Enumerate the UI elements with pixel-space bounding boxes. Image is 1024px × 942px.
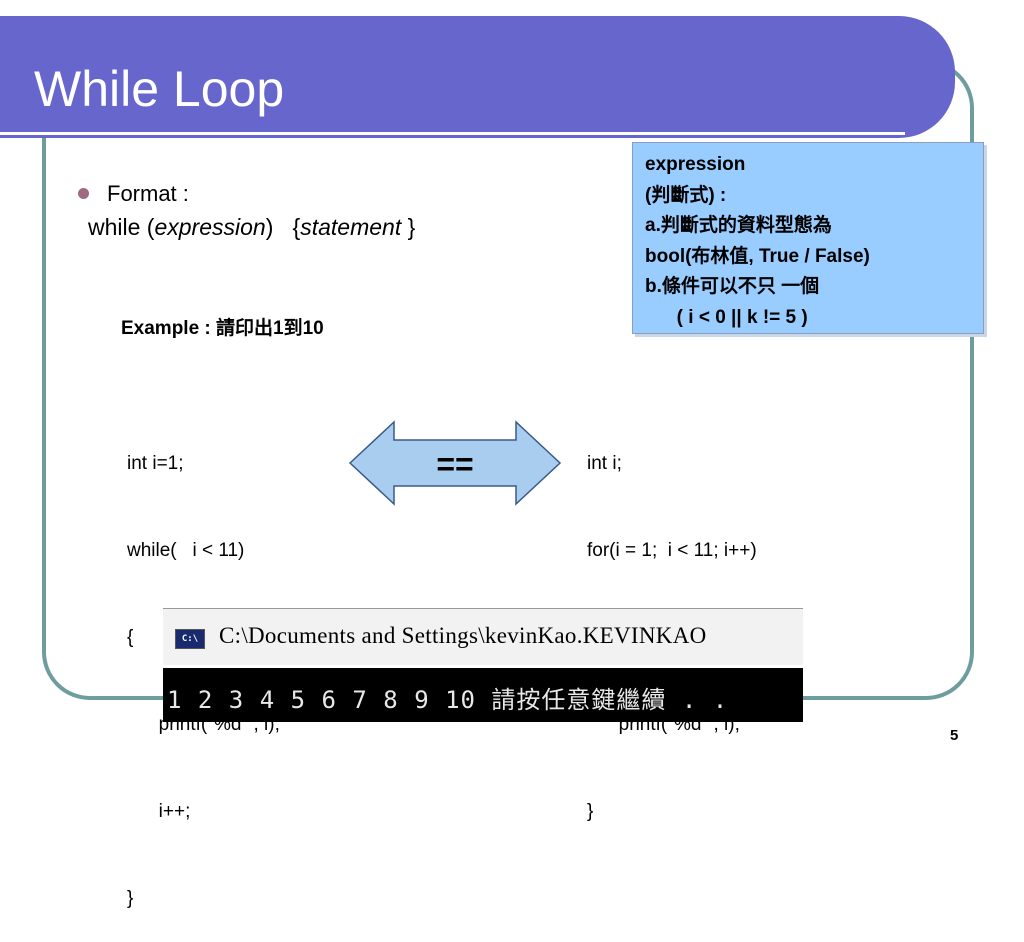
callout-line: expression: [645, 154, 746, 175]
callout-line: (判斷式) :: [645, 184, 727, 206]
syntax-close: ) {: [265, 214, 301, 240]
syntax-statement: statement: [300, 214, 402, 240]
code-line: int i=1;: [127, 453, 184, 474]
page-number: 5: [950, 727, 959, 744]
callout-line: b.條件可以不只 一個: [645, 276, 820, 297]
code-line: }: [127, 888, 134, 909]
code-line: while( i < 11): [127, 540, 245, 561]
bullet-dot-icon: [78, 187, 89, 199]
syntax-line: while (expression) {statement }: [88, 214, 415, 241]
title-bar: While Loop: [0, 16, 955, 138]
code-line: for(i = 1; i < 11; i++): [587, 540, 757, 561]
syntax-expression: expression: [154, 214, 266, 240]
console-output: 1 2 3 4 5 6 7 8 9 10 請按任意鍵繼續 . .: [167, 686, 729, 714]
double-arrow-icon: ==: [348, 420, 562, 506]
expression-callout: expression (判斷式) : a.判斷式的資料型態為 bool(布林值,…: [632, 142, 984, 334]
callout-line: ( i < 0 || k != 5 ): [645, 306, 808, 328]
bullet-text: Format :: [107, 181, 189, 206]
code-line: int i;: [587, 453, 622, 474]
code-line: {: [127, 627, 134, 648]
console-window: C:\ C:\Documents and Settings\kevinKao.K…: [163, 608, 803, 722]
callout-line: a.判斷式的資料型態為: [645, 215, 832, 236]
console-title-bar: C:\ C:\Documents and Settings\kevinKao.K…: [163, 608, 803, 665]
console-icon: C:\: [175, 629, 205, 649]
console-body: 1 2 3 4 5 6 7 8 9 10 請按任意鍵繼續 . .: [163, 668, 803, 722]
slide-title: While Loop: [34, 61, 285, 117]
example-label: Example : 請印出1到10: [121, 318, 324, 339]
bullet-format: Format :: [78, 181, 189, 207]
code-line: }: [587, 801, 594, 822]
console-path: C:\Documents and Settings\kevinKao.KEVIN…: [219, 623, 707, 648]
code-line: i++;: [127, 801, 191, 822]
callout-line: bool(布林值, True / False): [645, 245, 870, 267]
equals-label: ==: [436, 446, 473, 482]
syntax-end: }: [401, 214, 416, 240]
title-underline: [0, 132, 905, 135]
syntax-keyword: while (: [88, 214, 155, 240]
